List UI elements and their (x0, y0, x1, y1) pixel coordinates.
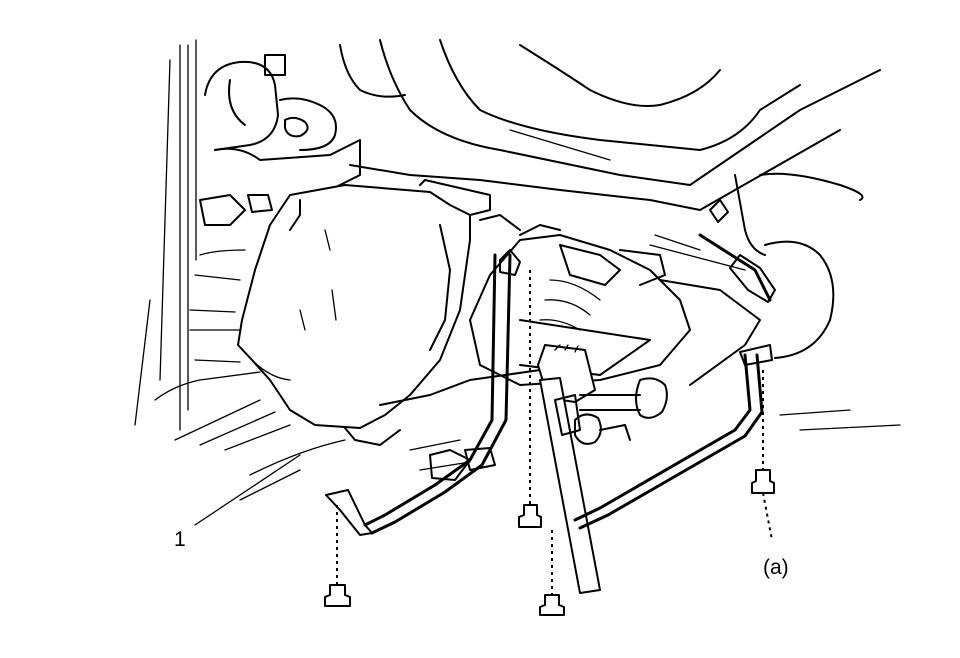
bracket-pipe-right (573, 233, 776, 530)
vehicle-body-structure (134, 39, 901, 501)
bolt-lower (539, 530, 565, 616)
leader-line-1 (194, 454, 301, 526)
callout-1: 1 (174, 528, 186, 551)
bolt-center (518, 270, 542, 528)
callout-a: (a) (763, 556, 789, 579)
bracket-pipe-left (325, 249, 521, 536)
diagonal-stay-rod (539, 377, 601, 594)
tank-body (237, 179, 491, 446)
bolt-left (324, 505, 351, 607)
bolt-a (751, 370, 775, 541)
